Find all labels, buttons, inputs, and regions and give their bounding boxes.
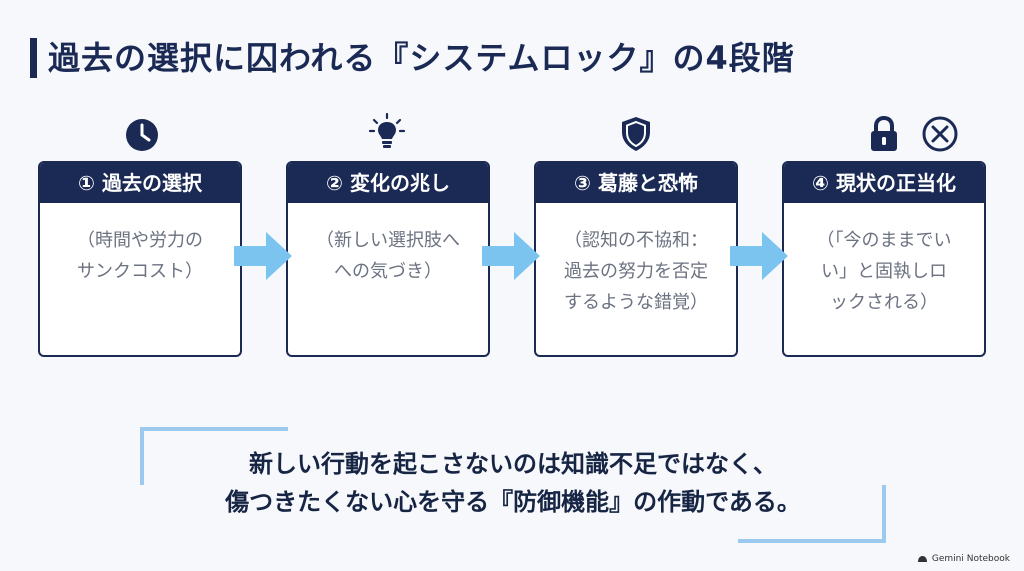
stage-description: （認知の不協和： 過去の努力を否定 するような錯覚） [536,203,736,318]
x-circle-icon [922,116,958,152]
slide-title: 過去の選択に囚われる『システムロック』の4段階 [48,39,795,77]
flow-arrow-icon [482,232,540,280]
stage-description-line: ックされる） [830,292,938,313]
stage-description-line: 過去の努力を否定 [564,261,708,282]
lightbulb-icon [368,112,406,148]
key-message-text: 新しい行動を起こさないのは知識不足ではなく、 傷つきたくない心を守る『防御機能』… [138,445,888,521]
flow-arrow-icon [730,232,788,280]
stage-description-line: するような錯覚） [564,292,708,313]
key-message-box: 新しい行動を起こさないのは知識不足ではなく、 傷つきたくない心を守る『防御機能』… [138,425,888,545]
key-message-line: 傷つきたくない心を守る『防御機能』の作動である。 [225,488,801,516]
stage-description-line: （新しい選択肢へ [316,230,460,251]
title-accent-bar [30,38,37,78]
stage-description-line: い」と固執しロ [821,261,947,282]
stage-description: （「今のままでい い」と固執しロ ックされる） [784,203,984,318]
brand-label: Gemini Notebook [931,554,1010,564]
flow-arrow-icon [234,232,292,280]
stage-heading: ③ 葛藤と恐怖 [536,163,736,203]
lock-icon [871,115,897,151]
stage-heading: ④ 現状の正当化 [784,163,984,203]
stage-card-1: ① 過去の選択 （時間や労力の サンクコスト） [38,161,242,357]
quote-frame [140,427,886,543]
brand-watermark: Gemini Notebook [917,554,1010,564]
brand-logo-icon [917,556,927,562]
stage-description-line: （「今のままでい [816,230,952,251]
stage-card-2: ② 変化の兆し （新しい選択肢へ への気づき） [286,161,490,357]
clock-icon [126,119,158,151]
stage-description: （時間や労力の サンクコスト） [40,203,240,287]
stage-card-4: ④ 現状の正当化 （「今のままでい い」と固執しロ ックされる） [782,161,986,357]
stage-heading: ② 変化の兆し [288,163,488,203]
stage-description-line: への気づき） [334,261,442,282]
shield-icon [622,117,650,151]
stage-heading: ① 過去の選択 [40,163,240,203]
stage-description-line: （認知の不協和： [564,230,708,251]
stage-description-line: サンクコスト） [77,261,203,282]
key-message-line: 新しい行動を起こさないのは知識不足ではなく、 [249,450,777,478]
stage-description: （新しい選択肢へ への気づき） [288,203,488,287]
stage-description-line: （時間や労力の [77,230,203,251]
stage-card-3: ③ 葛藤と恐怖 （認知の不協和： 過去の努力を否定 するような錯覚） [534,161,738,357]
